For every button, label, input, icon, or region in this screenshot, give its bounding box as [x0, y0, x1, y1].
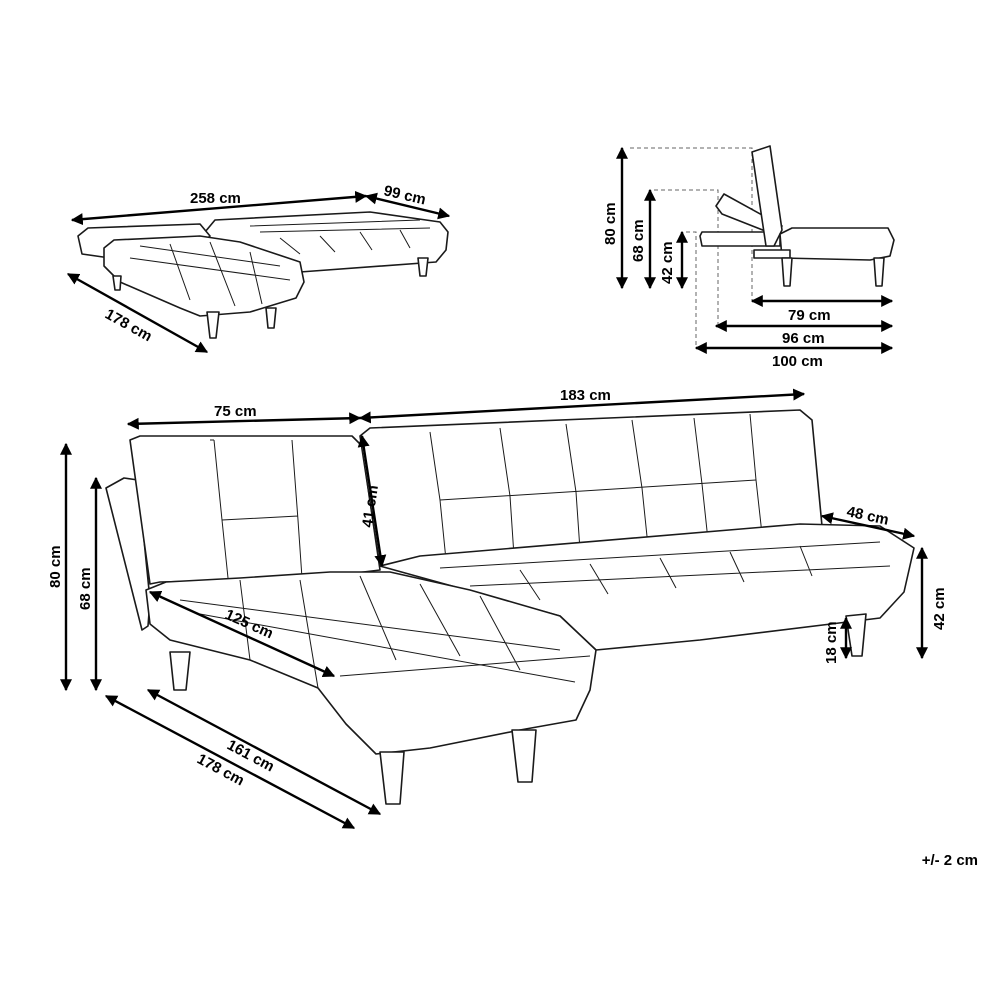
- label-258: 258 cm: [190, 190, 241, 207]
- side-leg-1: [781, 257, 793, 287]
- label-42-side: 42 cm: [659, 241, 676, 284]
- dim-line-75: [126, 412, 362, 430]
- label-42-main: 42 cm: [931, 587, 948, 630]
- dim-line-258: [70, 190, 368, 226]
- main-perspective-view: 75 cm 183 cm 41 cm 48 cm 80 cm 68 cm 125…: [47, 387, 948, 830]
- label-68-side: 68 cm: [630, 219, 647, 262]
- dim-line-178-small: [66, 272, 209, 354]
- side-base: [753, 249, 791, 259]
- dim-line-99: [364, 192, 451, 220]
- label-79: 79 cm: [788, 307, 831, 324]
- side-leg-2: [873, 257, 885, 287]
- dim-line-183: [358, 388, 806, 424]
- small-leg-4: [112, 275, 122, 291]
- dim-line-178-main: [104, 694, 356, 830]
- small-leg-1: [206, 311, 220, 339]
- main-leg-front-left: [379, 751, 405, 805]
- small-perspective-view: 258 cm 99 cm 178 cm: [66, 182, 451, 354]
- small-leg-2: [265, 307, 277, 329]
- side-upright-back: [751, 145, 783, 247]
- small-leg-3: [417, 257, 429, 277]
- label-183: 183 cm: [560, 387, 611, 404]
- tolerance-note: +/- 2 cm: [921, 852, 978, 869]
- dim-line-48: [820, 512, 916, 540]
- main-leg-front-right: [511, 729, 537, 783]
- side-profile-view: 80 cm 68 cm 42 cm 79 cm 96 cm 100 cm: [602, 145, 895, 370]
- side-seat: [779, 227, 895, 261]
- main-leg-back-right: [845, 613, 867, 657]
- label-41: 41 cm: [359, 484, 382, 528]
- main-leg-back-left: [169, 651, 191, 691]
- label-178-small: 178 cm: [102, 306, 155, 346]
- main-chaise-backrest: [129, 435, 381, 585]
- label-75: 75 cm: [214, 403, 257, 420]
- label-68-main: 68 cm: [77, 567, 94, 610]
- label-96: 96 cm: [782, 330, 825, 347]
- dim-line-41: [357, 434, 387, 568]
- label-80-main: 80 cm: [47, 545, 64, 588]
- label-100: 100 cm: [772, 353, 823, 370]
- label-80-side: 80 cm: [602, 202, 619, 245]
- dim-line-125: [148, 590, 336, 678]
- label-18: 18 cm: [823, 621, 840, 664]
